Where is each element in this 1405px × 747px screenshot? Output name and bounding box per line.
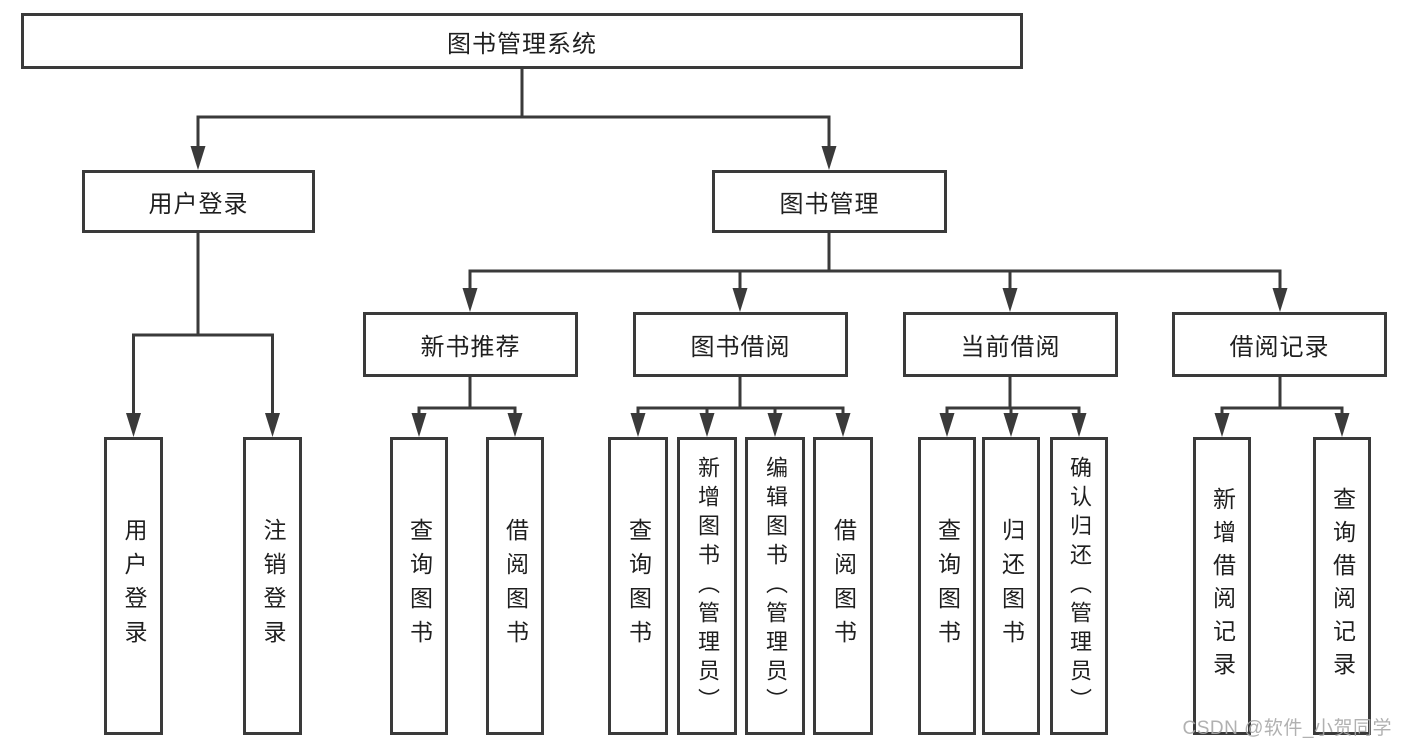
node-book-mgmt-label: 图书管理 [779,191,880,218]
node-borrow-records-label: 借阅记录 [1229,334,1330,361]
connector-borrow-records-to-leaves [1220,374,1344,423]
leaf-records-add: 新增借阅记录 [1193,437,1251,735]
leaf-borrow-edit-admin: 编辑图书（管理员） [745,437,805,735]
leaf-current-return: 归还图书 [982,437,1040,735]
node-new-books: 新书推荐 [363,312,578,377]
connector-book-mgmt-to-level3 [468,230,1282,298]
node-new-books-label: 新书推荐 [420,334,521,361]
node-root-label: 图书管理系统 [447,30,597,58]
leaf-current-query: 查询图书 [918,437,976,735]
node-user-login-label: 用户登录 [148,191,249,218]
leaf-new-books-query: 查询图书 [390,437,448,735]
node-user-login: 用户登录 [82,170,315,233]
connector-user-login-to-leaves [132,230,274,423]
leaf-current-confirm-admin: 确认归还（管理员） [1050,437,1108,735]
leaf-borrow-query: 查询图书 [608,437,668,735]
csdn-watermark: CSDN @软件_小贺同学 [1182,718,1392,739]
leaf-new-books-borrow: 借阅图书 [486,437,544,735]
node-current-borrow: 当前借阅 [903,312,1118,377]
arrowheads [126,146,1350,437]
connector-book-borrow-to-leaves [636,374,845,423]
node-book-borrow: 图书借阅 [633,312,848,377]
leaf-borrow-book: 借阅图书 [813,437,873,735]
leaf-borrow-add-admin: 新增图书（管理员） [677,437,737,735]
node-book-mgmt: 图书管理 [712,170,947,233]
leaf-records-query: 查询借阅记录 [1313,437,1371,735]
node-root-system: 图书管理系统 [21,13,1023,69]
node-current-borrow-label: 当前借阅 [960,334,1061,361]
leaf-logout: 注销登录 [243,437,302,735]
leaf-user-login: 用户登录 [104,437,163,735]
connector-root-to-level2 [196,66,831,156]
node-borrow-records: 借阅记录 [1172,312,1387,377]
node-book-borrow-label: 图书借阅 [690,334,791,361]
connector-new-books-to-leaves [417,374,517,423]
